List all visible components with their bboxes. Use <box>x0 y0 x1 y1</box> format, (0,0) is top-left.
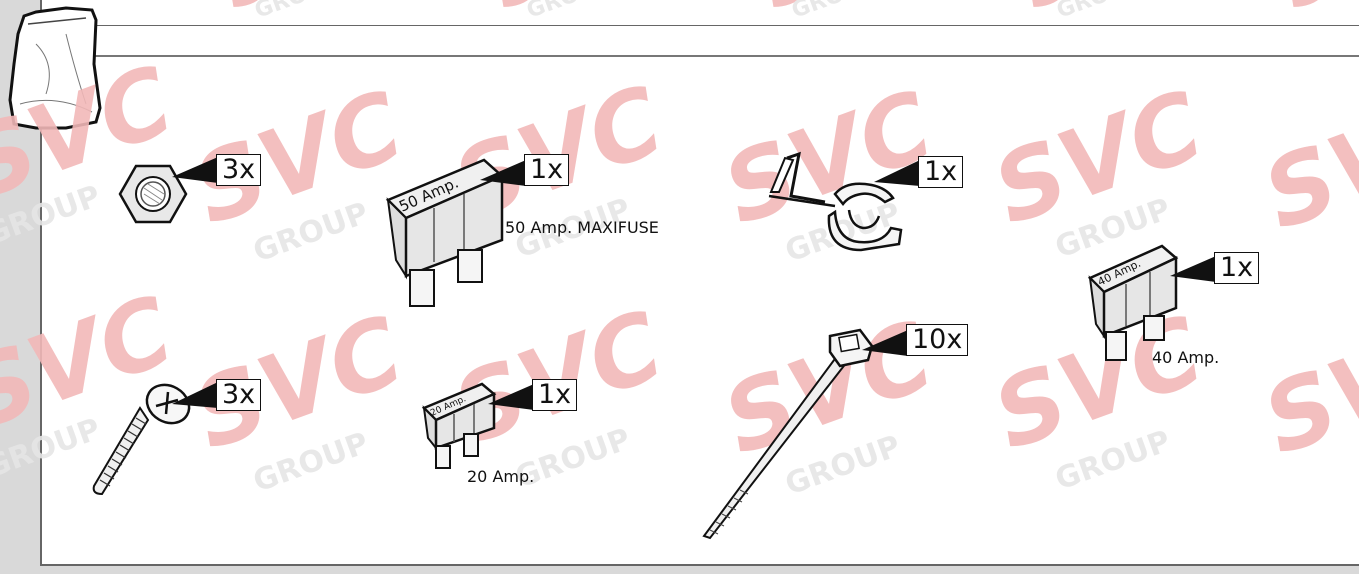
maxi-fuse-icon: 50 Amp. <box>385 158 505 307</box>
leader-arrow <box>862 330 908 356</box>
leader-arrow <box>172 157 218 183</box>
nut-quantity: 3x <box>216 154 262 186</box>
mini-fuse-icon: 20 Amp. <box>421 382 497 469</box>
fuse-20-quantity: 1x <box>532 379 578 411</box>
screw-icon <box>92 383 191 496</box>
cable-tie-quantity: 10x <box>906 324 969 356</box>
leader-arrow <box>172 382 218 408</box>
leader-arrow <box>480 160 526 186</box>
fuse-50-label: 50 Amp. MAXIFUSE <box>505 218 659 237</box>
cable-clip-icon <box>768 151 903 252</box>
leader-arrow <box>874 160 920 186</box>
hex-nut-icon <box>118 164 188 224</box>
fuse-50-quantity: 1x <box>524 154 570 186</box>
watermark-subtitle: GROUP <box>252 0 343 24</box>
maxi-fuse-icon: 40 Amp. <box>1087 244 1179 361</box>
cable-tie-icon <box>702 328 874 540</box>
screw-quantity: 3x <box>216 379 262 411</box>
panel-divider <box>42 55 1359 57</box>
fuse-40-label: 40 Amp. <box>1152 348 1220 367</box>
leader-arrow <box>1170 256 1216 282</box>
watermark-subtitle: GROUP <box>789 0 880 24</box>
parts-bag-icon <box>8 6 102 130</box>
watermark-brand: SVC <box>1250 301 1359 477</box>
watermark-subtitle: GROUP <box>524 0 615 24</box>
watermark-brand: SVC <box>1250 76 1359 252</box>
fuse-40-quantity: 1x <box>1214 252 1260 284</box>
leader-arrow <box>488 384 534 410</box>
watermark-subtitle: GROUP <box>1054 0 1145 24</box>
clip-quantity: 1x <box>918 156 964 188</box>
watermark-brand: SVC <box>1275 0 1359 23</box>
fuse-20-label: 20 Amp. <box>467 467 535 486</box>
